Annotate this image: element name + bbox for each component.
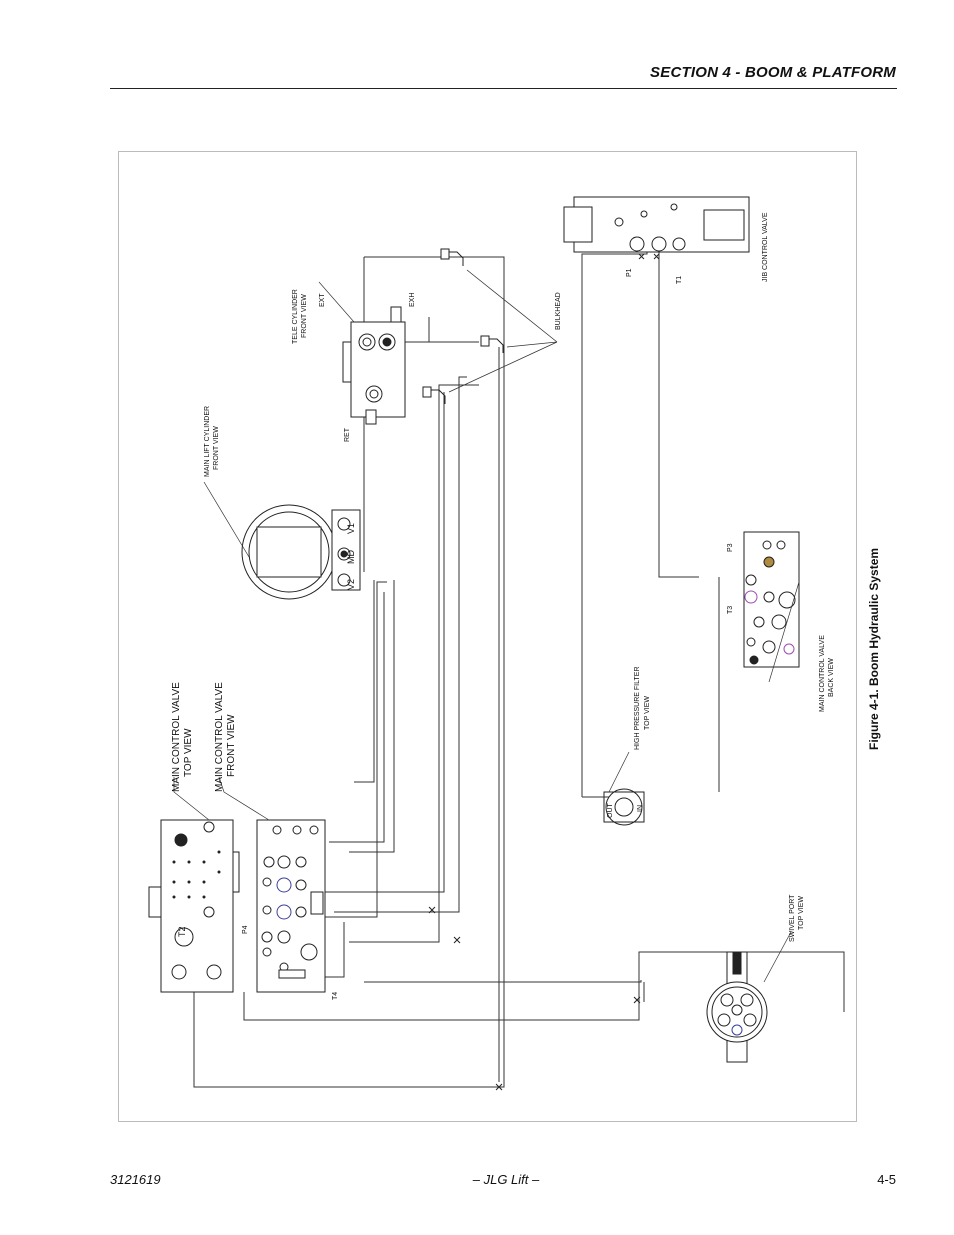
high-pressure-filter bbox=[603, 788, 645, 826]
label-swivel-1: SWIVEL PORT bbox=[789, 894, 796, 942]
hydraulic-diagram bbox=[148, 196, 845, 1091]
label-main-cv-back-2: BACK VIEW bbox=[828, 658, 835, 697]
label-tele-cyl-1: TELE CYLINDER bbox=[292, 289, 299, 344]
label-jib-cv: JIB CONTROL VALVE bbox=[762, 212, 769, 282]
label-leaders bbox=[173, 281, 800, 983]
jib-control-valve bbox=[563, 196, 750, 253]
diagram-labels: MAIN CONTROL VALVE TOP VIEW MAIN CONTROL… bbox=[171, 212, 835, 1000]
label-exh: EXH bbox=[409, 293, 416, 307]
label-main-cv-front-2: FRONT VIEW bbox=[226, 714, 237, 777]
label-in: IN bbox=[637, 805, 644, 812]
header-rule bbox=[110, 88, 897, 89]
label-t4: T4 bbox=[332, 992, 339, 1000]
label-ext: EXT bbox=[319, 293, 326, 307]
footer-center: – JLG Lift – bbox=[472, 1172, 540, 1187]
tele-cylinder bbox=[342, 306, 406, 425]
figure-frame: MAIN CONTROL VALVE TOP VIEW MAIN CONTROL… bbox=[118, 151, 857, 1122]
bulkhead-leader-lines bbox=[448, 269, 558, 393]
label-p1: P1 bbox=[626, 268, 633, 277]
label-main-cv-top-2: TOP VIEW bbox=[183, 728, 194, 777]
label-t3: T3 bbox=[727, 606, 734, 614]
label-p3: P3 bbox=[727, 543, 734, 552]
figure-caption-text: Figure 4-1. Boom Hydraulic System bbox=[867, 547, 881, 750]
label-main-lift-cyl-1: MAIN LIFT CYLINDER bbox=[204, 406, 211, 477]
section-title: SECTION 4 - BOOM & PLATFORM bbox=[650, 64, 896, 81]
crossing-marks bbox=[378, 253, 660, 1091]
label-md: MD bbox=[346, 550, 356, 564]
label-hp-filter-1: HIGH PRESSURE FILTER bbox=[634, 667, 641, 751]
label-v2: V2 bbox=[346, 579, 356, 590]
hydraulic-lines bbox=[193, 247, 845, 1088]
label-hp-filter-2: TOP VIEW bbox=[644, 696, 651, 730]
label-v1: V1 bbox=[346, 523, 356, 534]
label-bulkhead: BULKHEAD bbox=[555, 292, 562, 330]
footer-doc-number: 3121619 bbox=[110, 1172, 161, 1187]
main-control-valve-back-view bbox=[743, 531, 800, 668]
label-main-cv-top-1: MAIN CONTROL VALVE bbox=[171, 682, 182, 792]
label-tele-cyl-2: FRONT VIEW bbox=[301, 294, 308, 338]
main-control-valve-top-view bbox=[148, 819, 240, 993]
footer-page-number: 4-5 bbox=[877, 1172, 896, 1187]
main-control-valve-front-view bbox=[256, 819, 326, 993]
label-t2: T2 bbox=[177, 926, 187, 937]
label-p4: P4 bbox=[242, 925, 249, 934]
main-lift-cylinder bbox=[241, 504, 361, 600]
label-main-lift-cyl-2: FRONT VIEW bbox=[213, 426, 220, 470]
bulkhead-fittings bbox=[422, 248, 504, 404]
label-main-cv-back-1: MAIN CONTROL VALVE bbox=[819, 635, 826, 712]
label-t1: T1 bbox=[676, 276, 683, 284]
label-swivel-2: TOP VIEW bbox=[798, 896, 805, 930]
label-ret: RET bbox=[344, 427, 351, 442]
swivel-port bbox=[706, 951, 768, 1063]
label-out: OUT bbox=[607, 803, 614, 819]
label-main-cv-front-1: MAIN CONTROL VALVE bbox=[214, 682, 225, 792]
